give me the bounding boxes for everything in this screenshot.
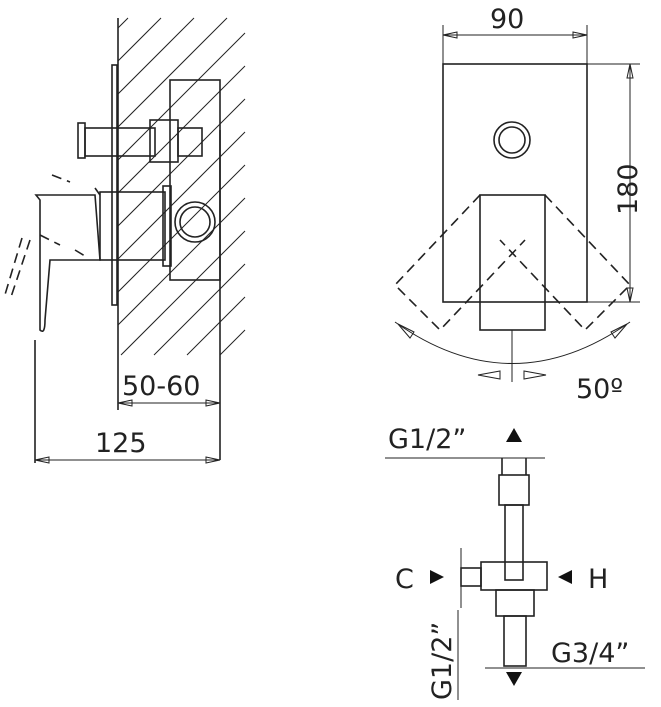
diverter-stem — [84, 127, 156, 157]
hatch-line — [117, 17, 228, 128]
hatch-line — [120, 230, 246, 356]
handle-front — [479, 194, 546, 331]
lever-handle — [34, 194, 101, 333]
diverter-knob — [77, 122, 86, 159]
diverter-body — [177, 127, 203, 157]
cover-plate-front — [442, 63, 588, 303]
hatch-line — [117, 17, 195, 95]
lever-dashed-position — [3, 174, 101, 301]
outlet-pipe — [503, 615, 527, 667]
front-view: 90 180 50º — [393, 4, 644, 405]
cold-label: C — [395, 564, 414, 595]
hatch-line — [153, 263, 246, 356]
depth-dimension-arrows — [117, 399, 221, 407]
total-dimension-arrows — [34, 456, 221, 464]
handle-rotated-positions — [393, 194, 632, 332]
pipe-outlet-inner — [179, 206, 211, 238]
hatch-line — [117, 131, 246, 260]
connection-schematic: G1/2” C H G1/2” G3/4” — [385, 424, 645, 700]
hatch-line — [117, 17, 162, 62]
rotation-arrows — [397, 323, 628, 380]
top-fitting — [498, 474, 530, 506]
hatch-line — [117, 32, 246, 161]
top-connection-label: G1/2” — [388, 424, 466, 455]
cold-inlet — [460, 567, 482, 587]
height-dimension-label: 180 — [613, 163, 644, 215]
riser-pipe — [504, 504, 524, 581]
mixer-body — [480, 561, 548, 591]
side-view: 50-60 125 — [3, 17, 246, 464]
diverter-button — [493, 121, 531, 159]
total-depth-dimension-label: 125 — [95, 428, 147, 459]
hatch-line — [219, 329, 246, 356]
bottom-connection-label: G3/4” — [551, 638, 629, 669]
hatch-line — [117, 17, 129, 29]
handle-body — [99, 191, 166, 261]
cover-plate — [111, 64, 118, 306]
height-dimension-arrows — [626, 63, 634, 303]
left-connection-label: G1/2” — [427, 622, 458, 700]
wall-hatching — [117, 17, 246, 356]
width-dimension-label: 90 — [490, 4, 524, 35]
hatch-line — [117, 98, 246, 227]
hatch-line — [117, 197, 246, 326]
handle-flange — [162, 185, 172, 267]
rotation-angle-label: 50º — [576, 374, 623, 405]
diverter-button-inner — [498, 126, 526, 154]
hatch-line — [186, 296, 246, 356]
width-dimension-arrows — [442, 31, 588, 39]
hatch-line — [117, 65, 246, 194]
depth-dimension-label: 50-60 — [122, 371, 200, 402]
valve-box — [169, 79, 221, 281]
bottom-fitting — [495, 589, 535, 617]
hot-label: H — [588, 564, 608, 595]
pipe-outlet — [174, 201, 216, 243]
